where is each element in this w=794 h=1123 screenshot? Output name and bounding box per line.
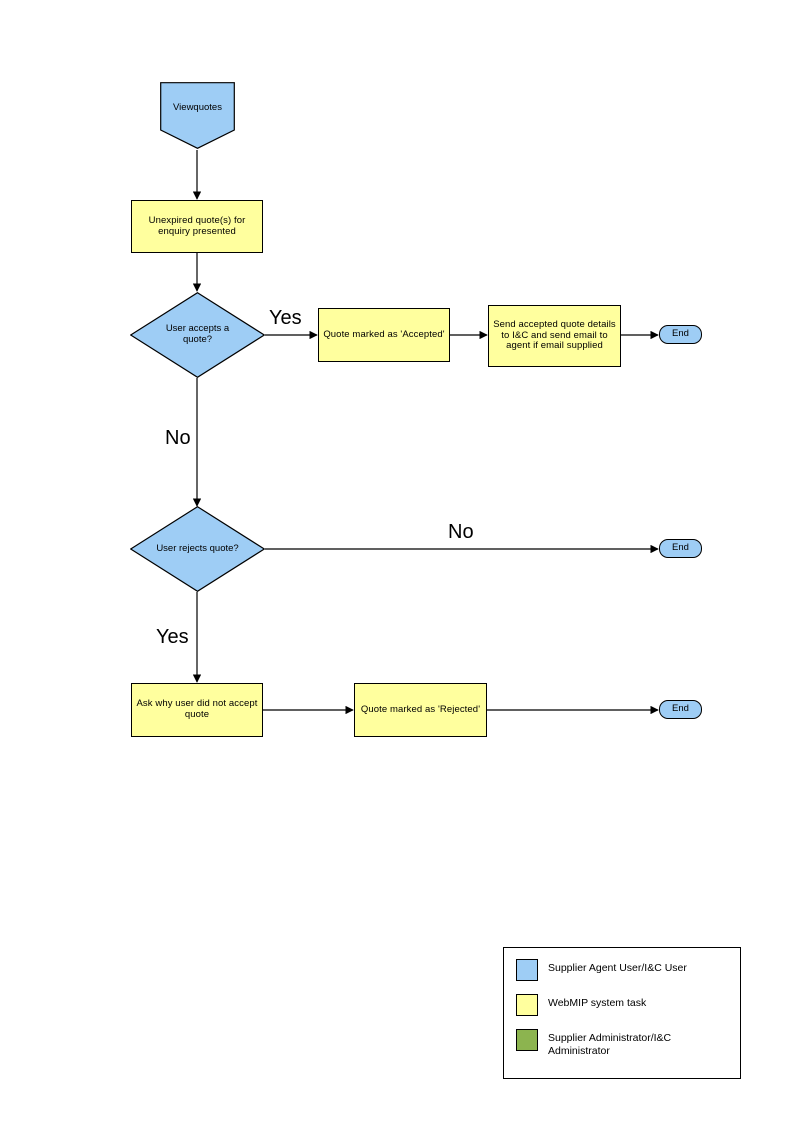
edge-label-yes-accepts: Yes — [269, 307, 302, 329]
end-node-2-label: End — [672, 542, 689, 554]
end-node-3[interactable]: End — [659, 700, 702, 719]
task-send-accepted-quote-details[interactable]: Send accepted quote details to I&C and s… — [488, 305, 621, 367]
decision-user-rejects-quote[interactable]: User rejects quote? — [130, 506, 265, 592]
task-quote-marked-accepted[interactable]: Quote marked as 'Accepted' — [318, 308, 450, 362]
task-unexpired-quotes[interactable]: Unexpired quote(s) for enquiry presented — [131, 200, 263, 253]
legend-swatch-blue-icon — [516, 959, 538, 981]
task-quote-marked-rejected[interactable]: Quote marked as 'Rejected' — [354, 683, 487, 737]
legend-label-webmip-system-task: WebMIP system task — [548, 997, 647, 1009]
end-node-2[interactable]: End — [659, 539, 702, 558]
task-unexpired-quotes-label: Unexpired quote(s) for enquiry presented — [148, 214, 246, 237]
legend-swatch-yellow-icon — [516, 994, 538, 1016]
end-node-1-label: End — [672, 328, 689, 340]
start-node-viewquotes[interactable]: Viewquotes — [160, 82, 235, 149]
decision-user-accepts-quote-label: User accepts a quote? — [165, 323, 230, 345]
legend-panel: Supplier Agent User/I&C User WebMIP syst… — [503, 947, 741, 1079]
decision-user-accepts-quote[interactable]: User accepts a quote? — [130, 292, 265, 378]
legend-label-supplier-administrator: Supplier Administrator/I&C Administrator — [548, 1032, 672, 1058]
edge-label-no-rejects: No — [448, 521, 474, 543]
task-send-accepted-quote-details-label: Send accepted quote details to I&C and s… — [493, 318, 616, 352]
start-node-label: Viewquotes — [173, 102, 222, 114]
legend-item-webmip-system-task: WebMIP system task — [516, 994, 740, 1016]
legend-item-supplier-administrator: Supplier Administrator/I&C Administrator — [516, 1029, 740, 1058]
diamond-shape-icon — [130, 506, 265, 592]
edge-label-yes-rejects: Yes — [156, 626, 189, 648]
decision-user-rejects-quote-label: User rejects quote? — [156, 542, 239, 554]
diamond-shape-icon — [130, 292, 265, 378]
legend-item-supplier-agent-user: Supplier Agent User/I&C User — [516, 959, 740, 981]
task-ask-why-not-accepted[interactable]: Ask why user did not accept quote — [131, 683, 263, 737]
edge-label-no-accepts: No — [165, 427, 191, 449]
pentagon-shape-icon — [160, 82, 235, 149]
task-ask-why-not-accepted-label: Ask why user did not accept quote — [136, 698, 258, 720]
legend-swatch-green-icon — [516, 1029, 538, 1051]
end-node-3-label: End — [672, 703, 689, 715]
end-node-1[interactable]: End — [659, 325, 702, 344]
task-quote-marked-rejected-label: Quote marked as 'Rejected' — [360, 703, 481, 715]
legend-label-supplier-agent-user: Supplier Agent User/I&C User — [548, 962, 687, 974]
task-quote-marked-accepted-label: Quote marked as 'Accepted' — [323, 328, 445, 340]
